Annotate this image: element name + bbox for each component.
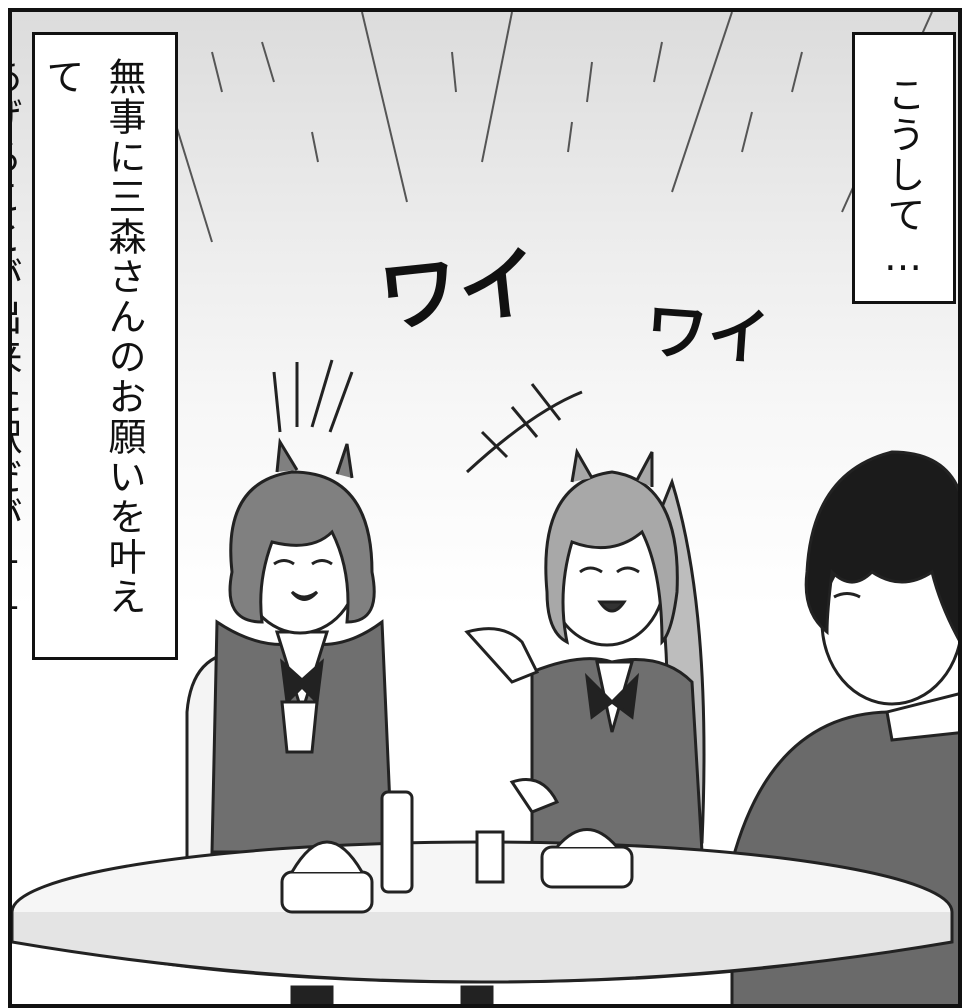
- left-girl: [210, 437, 394, 854]
- excitement-marks: [272, 359, 583, 474]
- narration-line: あげることが出来た訳だが——: [8, 57, 22, 629]
- comic-panel: ワイ ワイ 無事に三森さんのお願いを叶えて あげることが出来た訳だが—— こうし…: [8, 8, 962, 1008]
- narration-box: こうして…: [852, 32, 956, 304]
- narration-box: 無事に三森さんのお願いを叶えて あげることが出来た訳だが——: [12, 32, 178, 660]
- sound-effect-wai: ワイ: [374, 235, 544, 346]
- speed-lines: [171, 12, 933, 243]
- narration-text: こうして…: [881, 75, 925, 281]
- table: [12, 790, 954, 1004]
- panel-artwork: [12, 12, 958, 1004]
- right-girl: [464, 447, 706, 854]
- sound-effect-wai: ワイ: [643, 293, 773, 376]
- narration-line: 無事に三森さんのお願いを叶えて: [40, 57, 146, 617]
